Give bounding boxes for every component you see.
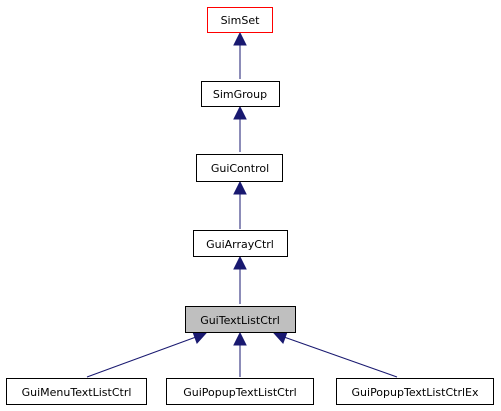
node-label-simgroup: SimGroup bbox=[213, 88, 267, 101]
node-label-guitextlistctrl: GuiTextListCtrl bbox=[200, 314, 280, 327]
node-label-guipopuptextlistctrlex: GuiPopupTextListCtrlEx bbox=[352, 386, 479, 399]
node-label-guipopuptextlistctrl: GuiPopupTextListCtrl bbox=[183, 386, 297, 399]
node-guiarrayctrl[interactable]: GuiArrayCtrl bbox=[193, 230, 288, 257]
node-guipopuptextlistctrl[interactable]: GuiPopupTextListCtrl bbox=[166, 378, 314, 405]
edge-guiarrayctrl-to-guicontrol bbox=[233, 180, 247, 229]
node-label-guimenutextlistctrl: GuiMenuTextListCtrl bbox=[22, 386, 132, 399]
nodes: SimSet SimGroup GuiControl GuiArrayCtrl … bbox=[6, 7, 494, 405]
node-simgroup[interactable]: SimGroup bbox=[201, 81, 280, 107]
node-simset[interactable]: SimSet bbox=[207, 7, 273, 33]
edge-guitextlistctrl-to-guiarrayctrl bbox=[233, 255, 247, 304]
edge-guipopuptextlistctrl-to-guitextlistctrl bbox=[233, 331, 247, 377]
node-guitextlistctrl[interactable]: GuiTextListCtrl bbox=[185, 306, 296, 333]
edge-simgroup-to-simset bbox=[233, 31, 247, 79]
node-label-guiarrayctrl: GuiArrayCtrl bbox=[206, 238, 274, 251]
node-guicontrol[interactable]: GuiControl bbox=[196, 154, 283, 182]
node-label-simset: SimSet bbox=[221, 14, 261, 27]
edge-guicontrol-to-simgroup bbox=[233, 105, 247, 152]
edge-guimenutextlistctrl-to-guitextlistctrl bbox=[86, 331, 208, 378]
node-label-guicontrol: GuiControl bbox=[211, 162, 269, 175]
edges bbox=[86, 31, 398, 378]
node-guipopuptextlistctrlex[interactable]: GuiPopupTextListCtrlEx bbox=[336, 378, 494, 405]
node-guimenutextlistctrl[interactable]: GuiMenuTextListCtrl bbox=[6, 378, 147, 405]
edge-guipopuptextlistctrlex-to-guitextlistctrl bbox=[272, 331, 398, 378]
